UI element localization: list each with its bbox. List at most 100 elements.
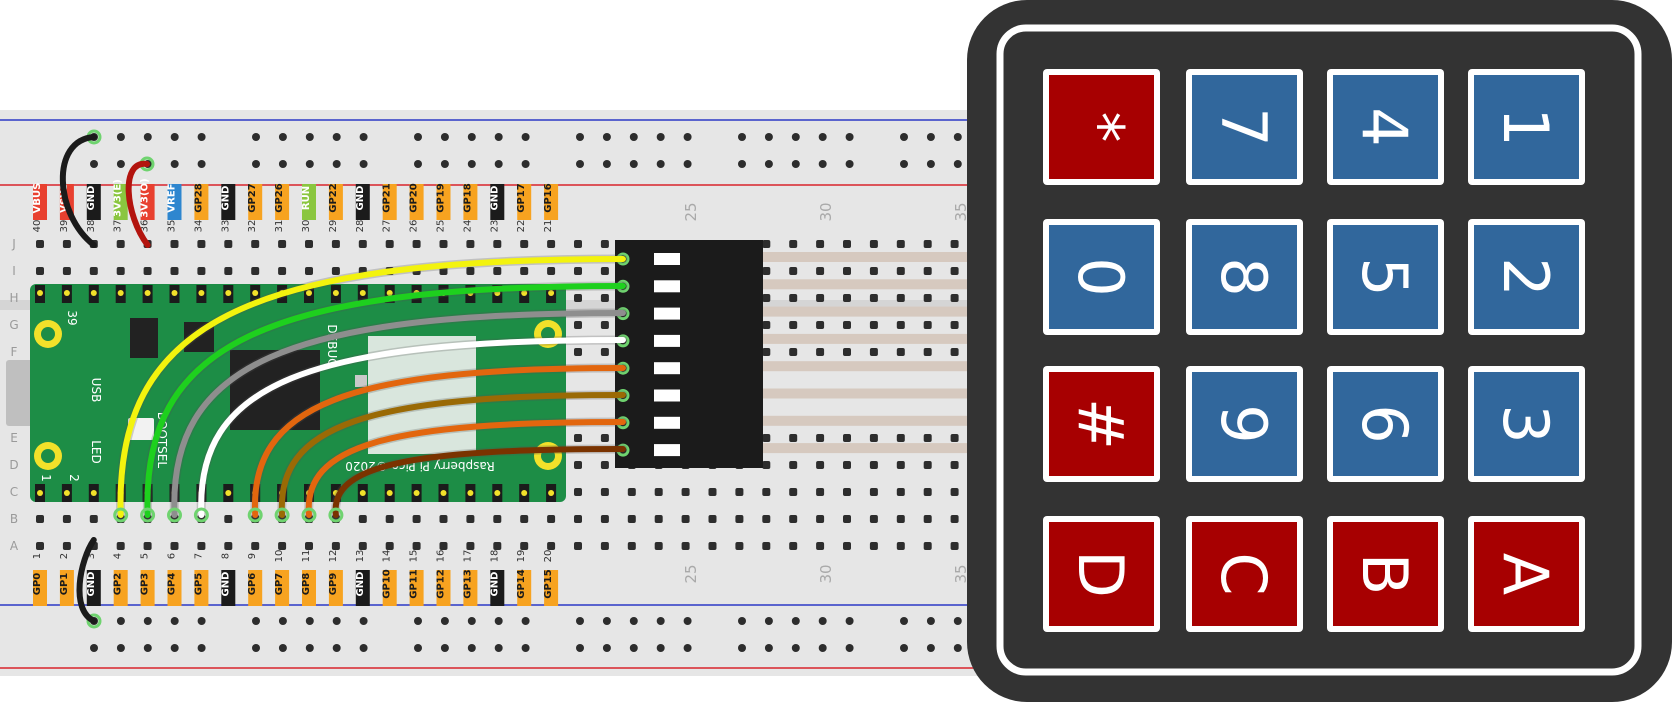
pin-labels: VBUS40VSYS39GND383V3(E)373V3(O)36VREF35G… [32, 178, 559, 606]
hole [950, 348, 959, 356]
hole [708, 515, 717, 523]
pin-number: 7 [193, 553, 204, 559]
hole [762, 488, 771, 496]
row-stripe [762, 361, 980, 372]
pin-number: 30 [301, 220, 312, 233]
hole [789, 348, 798, 356]
hole [62, 515, 71, 523]
hole [869, 461, 878, 469]
hole [331, 267, 340, 275]
hole [493, 267, 502, 275]
flash-chip [130, 318, 158, 358]
hole [923, 321, 932, 329]
hole [466, 515, 475, 523]
rail-hole [90, 160, 98, 168]
wire-grey [171, 310, 626, 518]
hole [896, 434, 905, 442]
header-pad [548, 490, 555, 496]
header-pad [144, 290, 151, 296]
row-stripe [762, 415, 980, 426]
hole [600, 348, 609, 356]
rail-hole [494, 617, 503, 625]
hole [789, 461, 798, 469]
pin-label-box [355, 184, 370, 220]
hole [600, 240, 609, 248]
pin-number: 37 [113, 220, 124, 233]
pin-label-vref: VREF [167, 183, 178, 212]
pin-label-gnd: GND [220, 572, 231, 597]
pin-number: 26 [409, 220, 420, 233]
hole [950, 267, 959, 275]
pin-label-gp4: GP4 [167, 573, 178, 596]
pin-label-gp12: GP12 [436, 569, 447, 598]
hole [869, 321, 878, 329]
rail-hole [252, 133, 260, 141]
wire-green-light [144, 283, 626, 518]
row-letter: E [10, 431, 18, 445]
rail-hole [521, 617, 530, 625]
hole [762, 461, 771, 469]
pin-label-box [194, 184, 209, 220]
pin-label-box [517, 570, 532, 606]
pin-label-gnd: GND [489, 572, 500, 597]
key-3 [1474, 372, 1579, 476]
column-number: 35 [952, 564, 970, 583]
hole [762, 294, 771, 302]
rail-hole [278, 133, 287, 141]
silk-pin1: 1 [39, 474, 53, 482]
rail-hole [440, 644, 449, 652]
key-label: * [1064, 112, 1137, 143]
pin-label-box [140, 184, 155, 220]
rail-hole [764, 644, 773, 652]
key-5 [1333, 225, 1438, 329]
hole [923, 542, 932, 550]
key-label: 5 [1348, 257, 1421, 296]
hole [654, 542, 663, 550]
rail-hole [494, 160, 503, 168]
pin-number: 2 [59, 553, 70, 559]
pin-number: 3 [86, 553, 97, 559]
hole [654, 488, 663, 496]
rail-hole [845, 617, 854, 625]
connector-body [615, 240, 763, 468]
pin-label-box [59, 570, 74, 606]
wire-end-hole [193, 507, 209, 523]
pin-label-box [490, 570, 505, 606]
hole [358, 240, 367, 248]
hole [869, 294, 878, 302]
key-C [1192, 522, 1297, 626]
hole [143, 267, 152, 275]
rail-hole [926, 644, 935, 652]
key-label: C [1207, 552, 1280, 595]
hole [762, 267, 771, 275]
row-letter: F [11, 345, 18, 359]
rail-hole [440, 160, 449, 168]
pin-label-box [248, 570, 263, 606]
rail-hole [521, 133, 530, 141]
hole [251, 542, 260, 550]
rail-hole [252, 644, 260, 652]
key-label: B [1348, 553, 1421, 596]
header-pad [386, 290, 393, 296]
hole [574, 240, 582, 248]
pin-label-gp1: GP1 [59, 573, 70, 596]
pin-number: 15 [409, 550, 420, 563]
hole [950, 542, 959, 550]
rail-hole [576, 133, 584, 141]
pin-label-box [248, 184, 263, 220]
row-stripe [762, 333, 980, 344]
hole [789, 267, 798, 275]
header-pad [306, 290, 312, 296]
rail-hole [414, 133, 422, 141]
row-letter: B [10, 512, 18, 526]
hole [574, 488, 582, 496]
hole [305, 267, 313, 275]
hole [439, 542, 448, 550]
connector-pin [654, 416, 680, 429]
rail-hole [197, 133, 206, 141]
rail-hole [305, 160, 314, 168]
hole [278, 267, 287, 275]
pin-label-gp11: GP11 [409, 569, 420, 598]
pin-label-box [275, 570, 290, 606]
